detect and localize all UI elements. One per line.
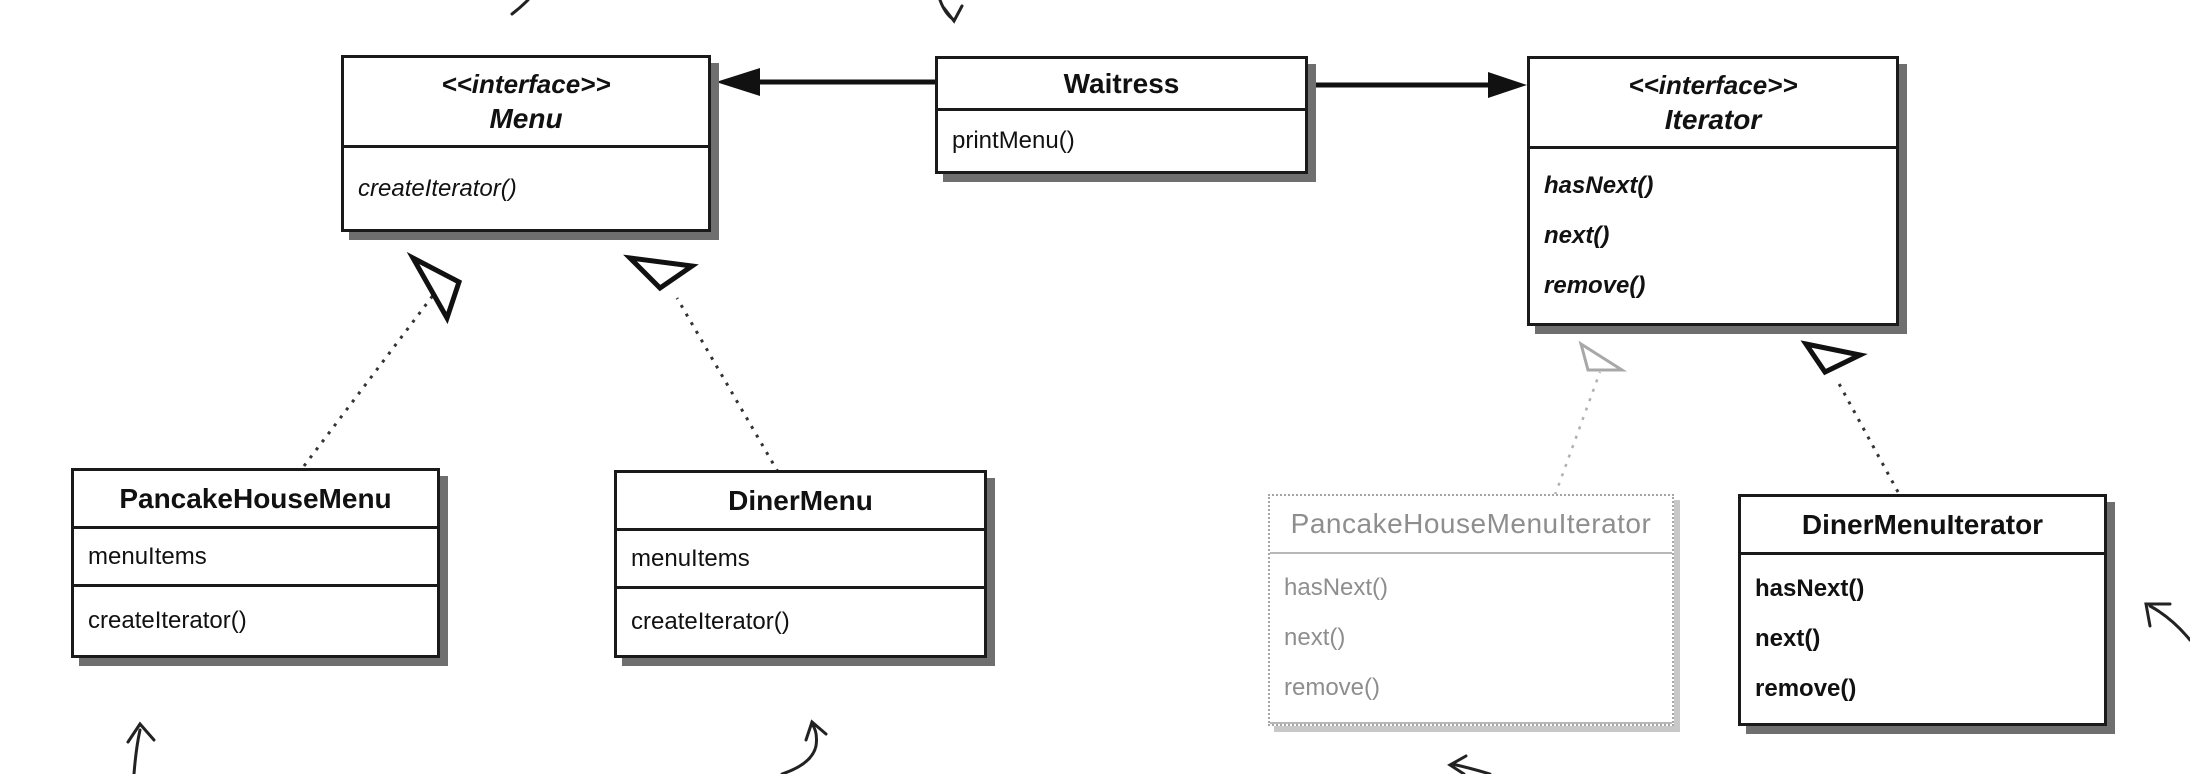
iterator-interface-header: <<interface>> Iterator [1530,59,1896,149]
realization-dinermenuiterator-iterator [1800,340,1900,493]
waitress-class-name: Waitress [1063,67,1180,99]
realization-pancakehousemenuiterator-iterator [1553,340,1628,496]
waitress-method-printmenu: printMenu() [952,127,1075,154]
pancakehousemenu-class-box: PancakeHouseMenu menuItems createIterato… [71,468,440,658]
dinermenu-method-createiterator: createIterator() [631,608,790,635]
pancakehousemenuiterator-method-remove: remove() [1284,674,1381,701]
waitress-methods-section: printMenu() [938,111,1305,171]
pancakehousemenu-methods-section: createIterator() [74,587,437,655]
dinermenuiterator-class-name: DinerMenuIterator [1801,508,2044,540]
iterator-class-name: Iterator [1664,103,1762,135]
menu-interface-header: <<interface>> Menu [344,58,708,148]
pancakehousemenu-class-header: PancakeHouseMenu [74,471,437,529]
dinermenuiterator-method-next: next() [1755,625,1821,652]
realization-dinermenu-menu [623,254,780,473]
pancakehousemenuiterator-class-name: PancakeHouseMenuIterator [1290,508,1652,539]
pancakehousemenu-field-menuitems: menuItems [88,542,207,570]
iterator-stereotype: <<interface>> [1628,69,1798,100]
dinermenu-field-menuitems: menuItems [631,544,750,572]
waitress-class-header: Waitress [938,59,1305,111]
pancakehousemenu-fields-section: menuItems [74,529,437,587]
dinermenuiterator-method-hasnext: hasNext() [1755,575,1865,602]
pancakehousemenu-class-name: PancakeHouseMenu [119,482,392,514]
pancakehousemenuiterator-method-next: next() [1284,624,1346,651]
annotation-arrows [126,0,2190,774]
association-waitress-menu [716,68,937,96]
annotation-arrow-bottom-right [1447,754,1492,774]
dinermenu-fields-section: menuItems [617,531,984,589]
annotation-arrow-bottom-left [126,721,156,774]
menu-methods-section: createIterator() [344,148,708,229]
dinermenuiterator-methods-section: hasNext() next() remove() [1741,555,2104,723]
pancakehousemenuiterator-class-header: PancakeHouseMenuIterator [1270,496,1672,554]
annotation-arrow-top-left [510,0,530,16]
dinermenu-class-box: DinerMenu menuItems createIterator() [614,470,987,658]
pancakehousemenuiterator-class-box: PancakeHouseMenuIterator hasNext() next(… [1268,494,1674,726]
dinermenuiterator-class-header: DinerMenuIterator [1741,497,2104,555]
association-waitress-iterator [1310,72,1527,98]
iterator-methods-section: hasNext() next() remove() [1530,149,1896,323]
pancakehousemenuiterator-method-hasnext: hasNext() [1284,574,1389,601]
iterator-method-next: next() [1544,222,1610,249]
menu-stereotype: <<interface>> [441,68,611,99]
dinermenuiterator-method-remove: remove() [1755,675,1857,702]
menu-method-createiterator: createIterator() [358,174,517,202]
dinermenu-class-header: DinerMenu [617,473,984,531]
realization-pancakehousemenu-menu [302,251,463,467]
dinermenu-class-name: DinerMenu [728,484,873,516]
annotation-arrow-bottom-center [780,719,828,774]
annotation-arrow-top-center [938,0,964,24]
waitress-class-box: Waitress printMenu() [935,56,1308,174]
dinermenuiterator-class-box: DinerMenuIterator hasNext() next() remov… [1738,494,2107,726]
menu-class-name: Menu [489,102,563,134]
iterator-interface-box: <<interface>> Iterator hasNext() next() … [1527,56,1899,326]
iterator-method-hasnext: hasNext() [1544,172,1654,199]
pancakehousemenuiterator-methods-section: hasNext() next() remove() [1270,554,1672,724]
menu-interface-box: <<interface>> Menu createIterator() [341,55,711,232]
annotation-arrow-right-edge [2144,602,2190,642]
iterator-method-remove: remove() [1544,272,1646,299]
pancakehousemenu-method-createiterator: createIterator() [88,607,247,634]
dinermenu-methods-section: createIterator() [617,589,984,655]
